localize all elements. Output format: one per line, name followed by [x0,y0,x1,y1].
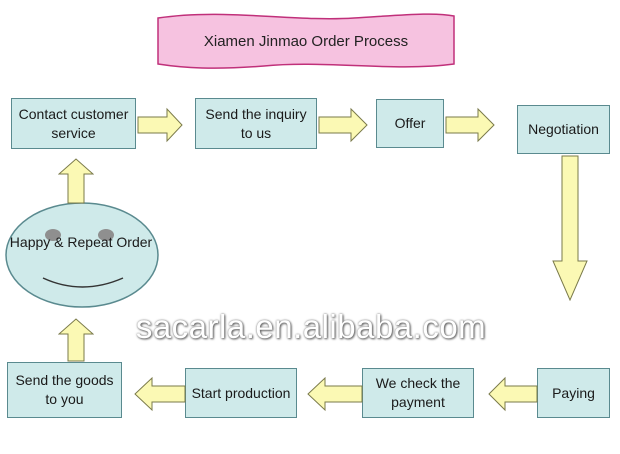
arrow-left-icon [307,376,363,412]
smile-icon [42,277,124,288]
right-eye-icon [98,229,114,241]
happy-face-ellipse [5,202,159,308]
handshake-flowers-photo [200,140,510,372]
step-send-inquiry: Send the inquiry to us [195,98,317,149]
step-send-goods: Send the goods to you [7,362,122,418]
step-contact-customer-service: Contact customer service [11,98,136,149]
title-banner [157,13,455,69]
arrow-left-icon [134,376,186,412]
arrow-left-icon [488,376,538,412]
step-start-production: Start production [185,368,297,418]
step-negotiation: Negotiation [517,105,610,154]
step-paying: Paying [537,368,610,418]
step-happy-repeat-order: Happy & Repeat Order [9,234,153,250]
step-offer: Offer [376,99,444,148]
watermark-text: sacarla.en.alibaba.com [135,308,487,345]
arrow-up-icon [58,158,94,204]
arrow-right-icon [318,107,368,143]
arrow-down-icon [552,155,588,301]
arrow-right-icon [445,107,495,143]
arrow-right-icon [137,107,183,143]
step-check-payment: We check the payment [362,368,474,418]
arrow-up-icon [58,318,94,362]
left-eye-icon [45,229,61,241]
page-title: Xiamen Jinmao Order Process [203,32,409,50]
